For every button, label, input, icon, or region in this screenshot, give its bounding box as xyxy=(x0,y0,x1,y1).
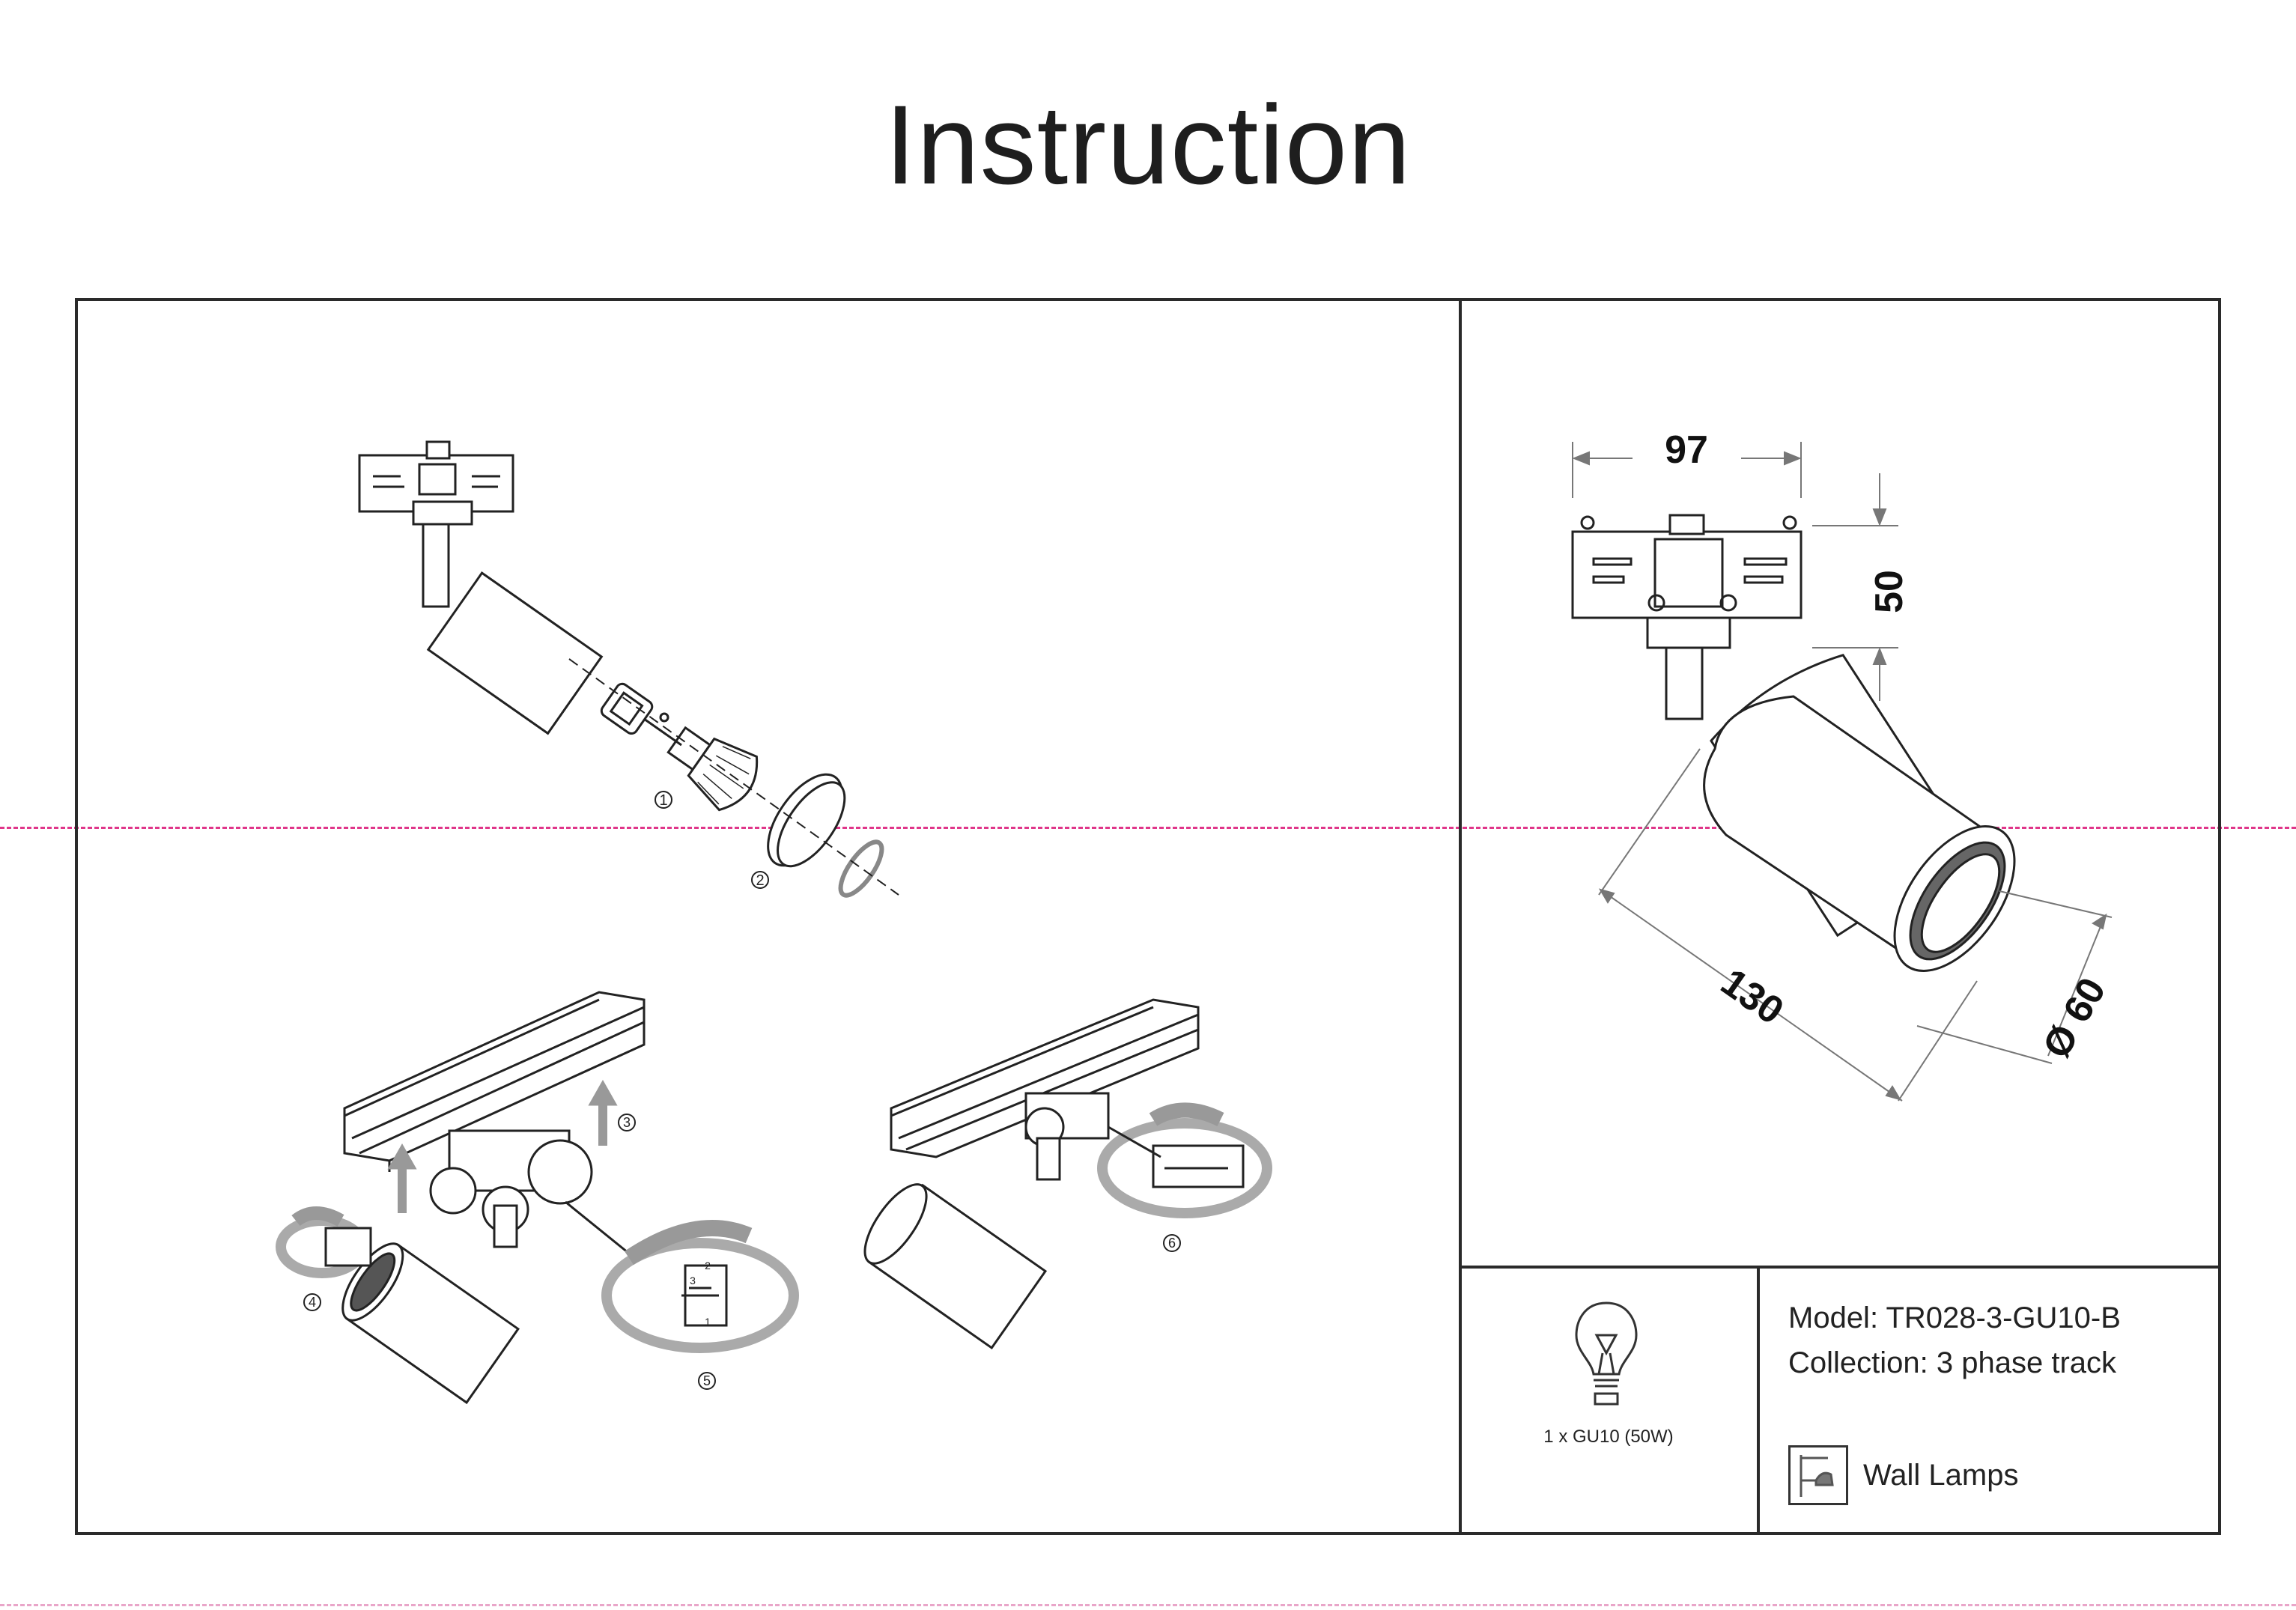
wall-lamp-icon xyxy=(1788,1445,1848,1505)
page-title: Instruction xyxy=(884,82,1412,207)
step-2-label: 2 xyxy=(756,872,764,889)
model-text: Model: TR028-3-GU10-B xyxy=(1788,1301,2121,1334)
diameter-dimension: Ø 60 xyxy=(2035,970,2115,1066)
connector-label-3: 3 xyxy=(690,1275,696,1287)
bulb-spec: 1 x GU10 (50W) xyxy=(1543,1427,1674,1447)
frame-divider-info xyxy=(1459,1266,2221,1269)
step-3-label: 3 xyxy=(623,1115,631,1130)
connector-label-2: 2 xyxy=(705,1260,711,1272)
width-dimension: 97 xyxy=(1665,428,1708,472)
step-1-label: 1 xyxy=(659,792,667,809)
height-dimension: 50 xyxy=(1868,570,1911,613)
category-text: Wall Lamps xyxy=(1863,1459,2019,1492)
step-5-label: 5 xyxy=(703,1373,711,1388)
frame-divider-bulb xyxy=(1757,1266,1760,1535)
instruction-frame xyxy=(75,298,2221,1535)
connector-label-1: 1 xyxy=(705,1316,711,1328)
bulb-icon xyxy=(1575,1301,1638,1406)
bottom-guide-line xyxy=(0,1604,2296,1606)
step-6-label: 6 xyxy=(1168,1236,1176,1251)
length-dimension: 130 xyxy=(1713,960,1791,1033)
guide-line xyxy=(0,827,2296,829)
frame-divider-main xyxy=(1459,298,1462,1535)
step-4-label: 4 xyxy=(309,1295,316,1310)
collection-text: Collection: 3 phase track xyxy=(1788,1346,2117,1379)
